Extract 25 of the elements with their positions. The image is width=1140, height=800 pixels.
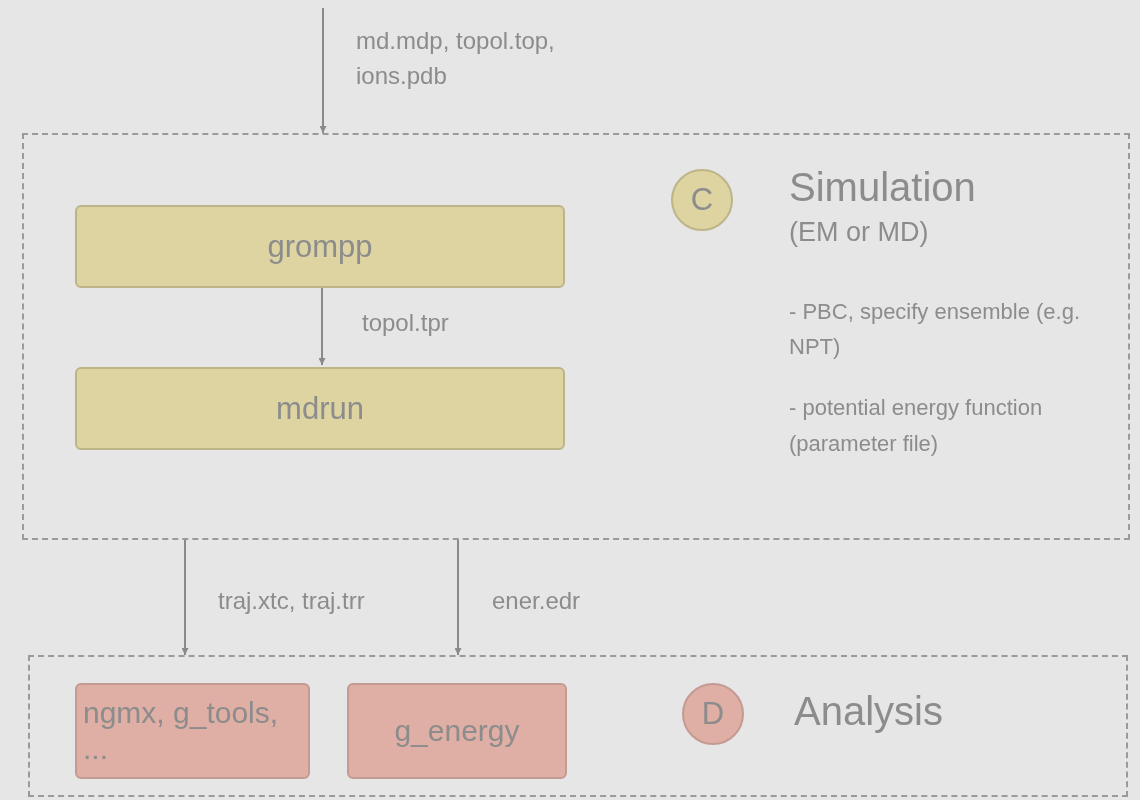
group-note: - PBC, specify ensemble (e.g. NPT) bbox=[789, 298, 1081, 362]
program-box bbox=[75, 205, 565, 288]
dashed-group-frame bbox=[22, 133, 1130, 540]
program-box bbox=[75, 367, 565, 450]
program-name: g_energy bbox=[394, 713, 520, 749]
edge-label: ener.edr bbox=[492, 586, 582, 616]
edge-label: traj.xtc, traj.trr bbox=[218, 586, 366, 616]
edge-label: md.mdp, topol.top, ions.pdb bbox=[356, 26, 556, 91]
group-title: Simulation bbox=[789, 165, 977, 209]
step-letter-circle: C bbox=[671, 169, 733, 231]
arrow bbox=[318, 285, 326, 366]
arrow bbox=[454, 539, 462, 656]
group-subtitle: (EM or MD) bbox=[789, 217, 930, 248]
program-box bbox=[75, 683, 310, 779]
group-title: Analysis bbox=[794, 689, 944, 733]
group-note: - potential energy function (parameter file) bbox=[789, 394, 1044, 458]
dashed-group-frame bbox=[28, 655, 1128, 797]
edge-label: topol.tpr bbox=[362, 308, 450, 338]
step-letter-circle: D bbox=[682, 683, 744, 745]
arrow bbox=[319, 7, 327, 134]
program-name: grompp bbox=[267, 227, 373, 266]
program-name: ngmx, g_tools, ... bbox=[83, 695, 280, 767]
arrow bbox=[181, 539, 189, 656]
program-box bbox=[347, 683, 567, 779]
program-name: mdrun bbox=[276, 389, 364, 428]
